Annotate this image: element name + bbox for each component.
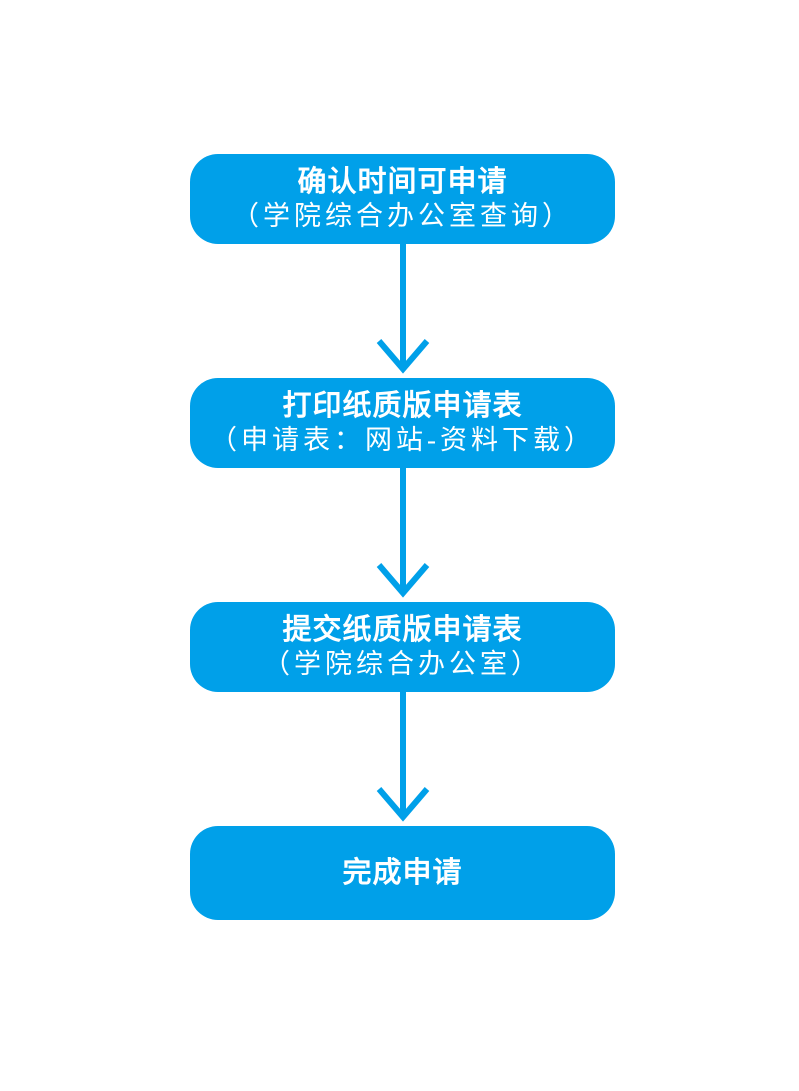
step-title: 确认时间可申请 — [297, 166, 508, 198]
down-arrow-icon — [376, 692, 429, 822]
step-subtitle: （申请表：网站-资料下载） — [210, 425, 595, 456]
down-arrow-icon — [376, 244, 429, 374]
application-process-flowchart: 确认时间可申请 （学院综合办公室查询） 打印纸质版申请表 （申请表：网站-资料下… — [190, 154, 615, 920]
flow-step-complete: 完成申请 — [190, 826, 615, 920]
down-arrow-icon — [376, 468, 429, 598]
flow-step-confirm-time: 确认时间可申请 （学院综合办公室查询） — [190, 154, 615, 244]
flow-step-print-form: 打印纸质版申请表 （申请表：网站-资料下载） — [190, 378, 615, 468]
step-title: 提交纸质版申请表 — [282, 614, 523, 646]
step-title: 完成申请 — [342, 856, 463, 889]
step-title: 打印纸质版申请表 — [282, 390, 523, 422]
step-subtitle: （学院综合办公室） — [263, 649, 542, 680]
step-subtitle: （学院综合办公室查询） — [232, 201, 573, 232]
flow-step-submit-form: 提交纸质版申请表 （学院综合办公室） — [190, 602, 615, 692]
